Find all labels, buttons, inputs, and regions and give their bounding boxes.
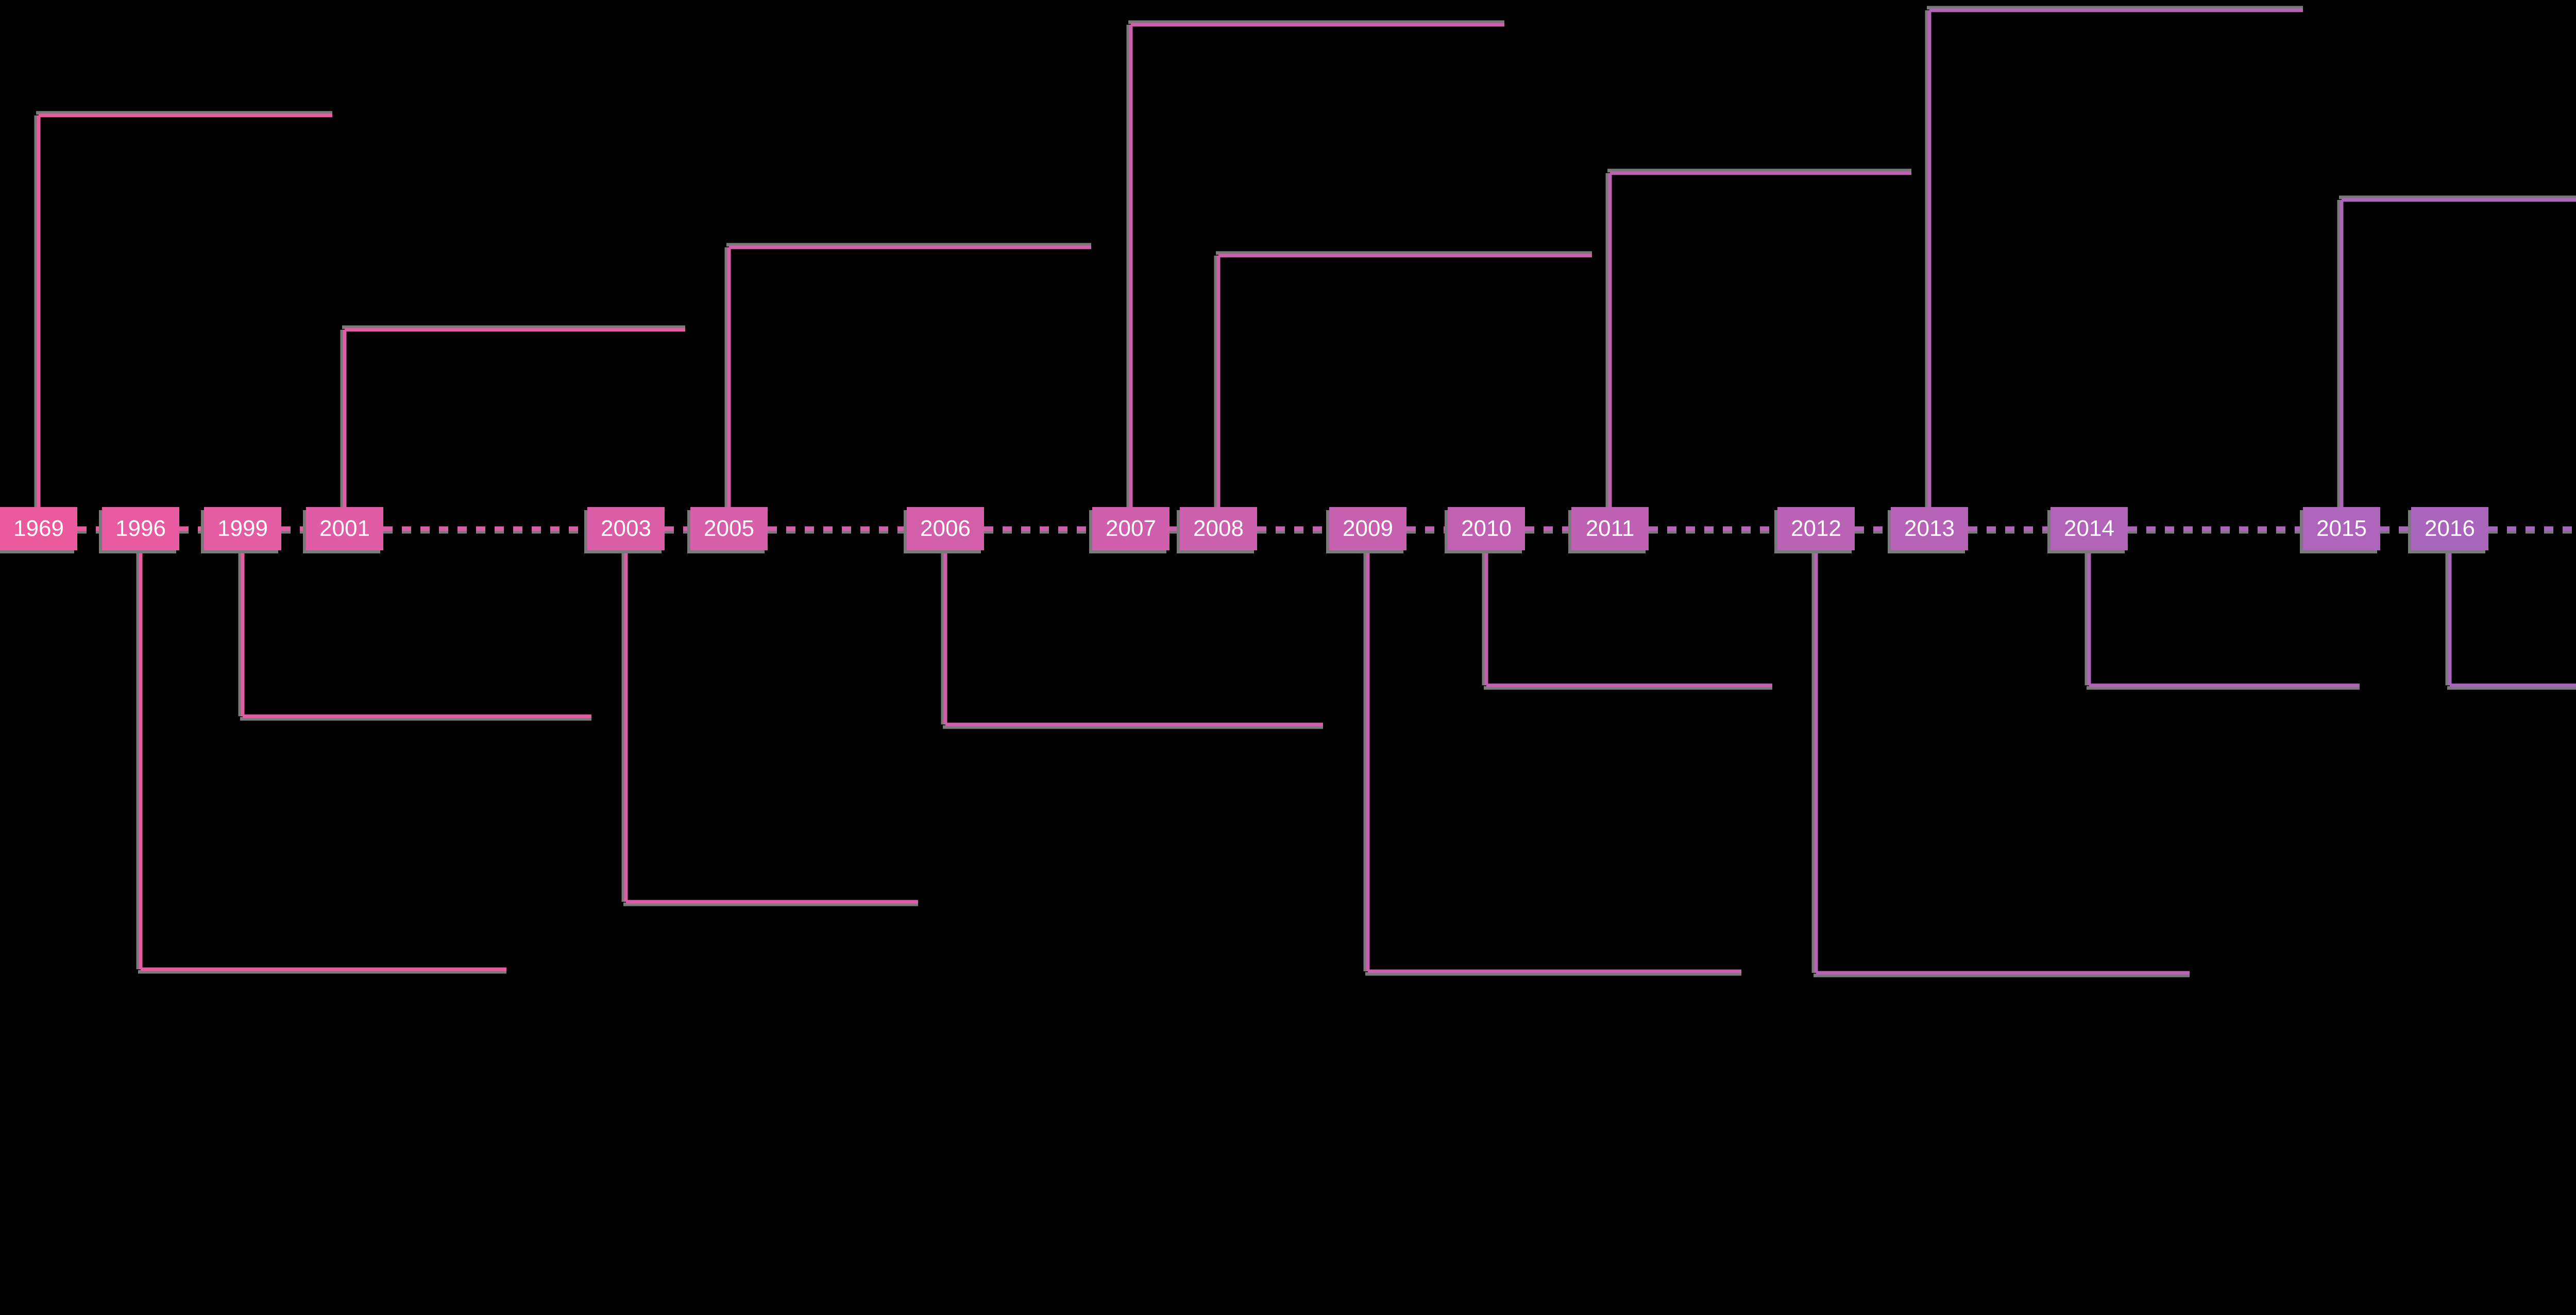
timeline-node-2008[interactable]: 2008 xyxy=(1180,507,1257,550)
leader-line-1969 xyxy=(34,111,332,507)
leader-line-2001 xyxy=(340,325,685,507)
node-year-label: 2003 xyxy=(601,516,651,541)
leader-line-2014 xyxy=(2084,550,2360,690)
leader-line-2006 xyxy=(941,550,1323,729)
node-year-label: 1999 xyxy=(217,516,268,541)
timeline-node-1996[interactable]: 1996 xyxy=(102,507,179,550)
node-year-label: 2011 xyxy=(1585,516,1635,541)
timeline-node-2006[interactable]: 2006 xyxy=(907,507,984,550)
leader-line-1999 xyxy=(238,550,591,721)
leader-line-2007 xyxy=(1126,20,1504,507)
node-year-label: 2005 xyxy=(704,516,754,541)
leader-lines xyxy=(34,6,2576,977)
timeline-node-1999[interactable]: 1999 xyxy=(204,507,281,550)
leader-line-2009 xyxy=(1363,550,1741,976)
node-year-label: 2010 xyxy=(1461,516,1512,541)
node-year-label: 2014 xyxy=(2064,516,2114,541)
node-year-label: 2013 xyxy=(1904,516,1955,541)
timeline-node-1969[interactable]: 1969 xyxy=(0,507,77,550)
timeline-node-2016[interactable]: 2016 xyxy=(2411,507,2488,550)
node-year-label: 2007 xyxy=(1106,516,1156,541)
timeline-node-2010[interactable]: 2010 xyxy=(1448,507,1525,550)
timeline-axis xyxy=(77,526,2576,534)
timeline-node-2011[interactable]: 2011 xyxy=(1571,507,1649,550)
timeline-node-2001[interactable]: 2001 xyxy=(306,507,383,550)
timeline-node-2005[interactable]: 2005 xyxy=(690,507,768,550)
node-year-label: 2008 xyxy=(1193,516,1244,541)
timeline-node-2014[interactable]: 2014 xyxy=(2050,507,2128,550)
leader-line-2010 xyxy=(1482,550,1772,690)
leader-line-2012 xyxy=(1811,550,2190,977)
timeline-node-2012[interactable]: 2012 xyxy=(1777,507,1855,550)
leader-line-2016 xyxy=(2445,550,2576,690)
timeline-node-2013[interactable]: 2013 xyxy=(1891,507,1968,550)
leader-line-2008 xyxy=(1214,251,1592,507)
leader-line-2011 xyxy=(1605,168,1911,507)
leader-line-2013 xyxy=(1925,6,2303,507)
timeline-node-2009[interactable]: 2009 xyxy=(1329,507,1406,550)
leader-line-2003 xyxy=(621,550,918,906)
leader-line-2015 xyxy=(2337,195,2576,507)
node-year-label: 1996 xyxy=(115,516,166,541)
leader-line-1996 xyxy=(136,550,506,974)
node-year-label: 2016 xyxy=(2425,516,2475,541)
timeline-node-2015[interactable]: 2015 xyxy=(2303,507,2380,550)
node-year-label: 2001 xyxy=(319,516,370,541)
node-year-label: 2012 xyxy=(1791,516,1841,541)
leader-line-2005 xyxy=(724,243,1091,507)
node-year-label: 2009 xyxy=(1343,516,1393,541)
node-year-label: 2015 xyxy=(2316,516,2367,541)
timeline-node-2007[interactable]: 2007 xyxy=(1092,507,1170,550)
timeline-node-2003[interactable]: 2003 xyxy=(587,507,665,550)
node-year-label: 1969 xyxy=(13,516,64,541)
node-year-label: 2006 xyxy=(920,516,971,541)
